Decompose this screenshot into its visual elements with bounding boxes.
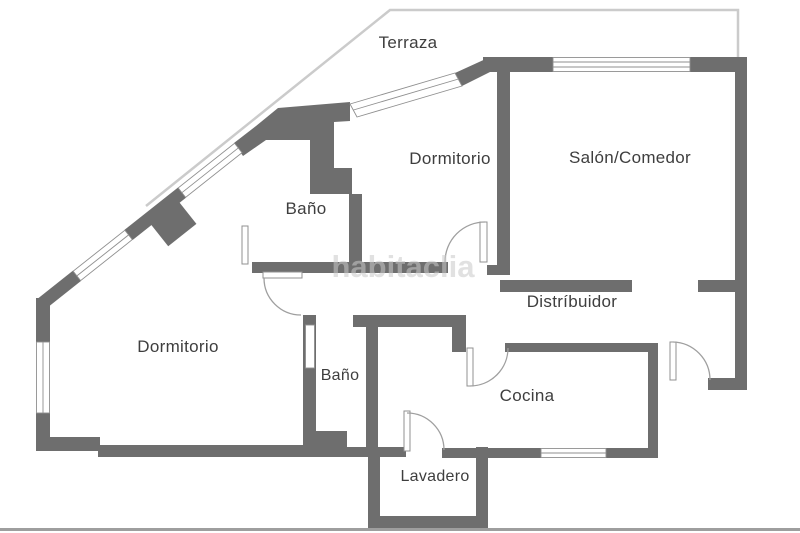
doors-layer	[241, 221, 711, 452]
room-label-dormitorio-left: Dormitorio	[137, 337, 219, 356]
room-label-lavadero: Lavadero	[400, 468, 470, 485]
door-leaf-entrance	[669, 341, 677, 381]
room-label-bano-bottom: Baño	[320, 367, 360, 384]
door-leaf-bano-top	[241, 225, 249, 265]
room-label-dormitorio-top: Dormitorio	[409, 149, 491, 168]
room-label-salon-comedor: Salón/Comedor	[568, 148, 692, 167]
door-arc-cocina	[469, 347, 509, 387]
window-bano-bottom	[305, 324, 315, 369]
watermark: habitaclia	[331, 249, 475, 284]
door-arc-entrance	[672, 341, 711, 381]
room-label-distribuidor: Distríbuidor	[526, 292, 618, 311]
door-leaf-dormitorio-top	[479, 221, 488, 263]
room-label-terraza: Terraza	[378, 33, 438, 52]
door-leaf-cocina	[466, 347, 474, 387]
terraza-outline	[145, 8, 740, 207]
window-diagonal-upper	[349, 72, 463, 118]
windows-layer	[36, 57, 691, 458]
bottom-divider-line	[0, 528, 800, 531]
window-salon	[552, 57, 691, 72]
room-label-cocina: Cocina	[499, 386, 555, 405]
door-arc-lavadero	[406, 412, 445, 451]
door-leaf-lavadero	[403, 410, 411, 452]
walls-layer	[35, 57, 747, 528]
room-label-bano-top: Baño	[285, 199, 327, 218]
door-leaf-dormitorio-left	[262, 271, 303, 279]
door-arc-dormitorio-top	[444, 221, 486, 263]
door-arc-dormitorio-left	[263, 277, 302, 316]
